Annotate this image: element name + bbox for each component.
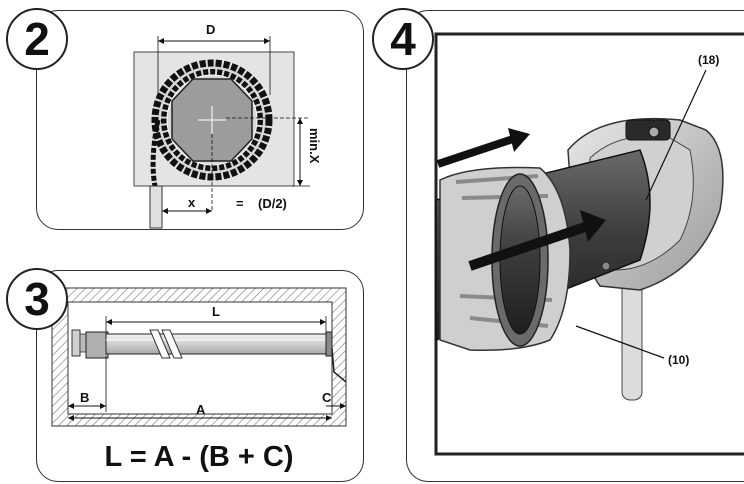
label-d: D (206, 22, 215, 37)
label-l: L (212, 304, 220, 319)
step-2-figure (133, 36, 310, 229)
step-3-figure (51, 287, 347, 427)
callout-10: (10) (668, 353, 689, 367)
callout-18: (18) (698, 53, 719, 67)
step-4-figure (434, 32, 744, 456)
support-rod (621, 279, 643, 401)
label-c: C (322, 390, 332, 405)
length-formula: L = A - (B + C) (104, 441, 293, 473)
label-a: A (196, 402, 206, 417)
label-minx: min.X (307, 128, 322, 164)
adaptor-ring (85, 331, 109, 359)
step-4-badge: 4 (372, 8, 434, 70)
step-3-badge: 3 (6, 268, 68, 330)
label-b: B (80, 390, 89, 405)
tube-body (105, 333, 327, 355)
label-half-d: (D/2) (258, 196, 287, 211)
insert-arrow-lower (468, 221, 590, 271)
insert-arrow-upper (436, 134, 518, 168)
label-equals: = (236, 196, 244, 211)
step-2-badge: 2 (6, 8, 68, 70)
label-x: x (188, 195, 196, 210)
